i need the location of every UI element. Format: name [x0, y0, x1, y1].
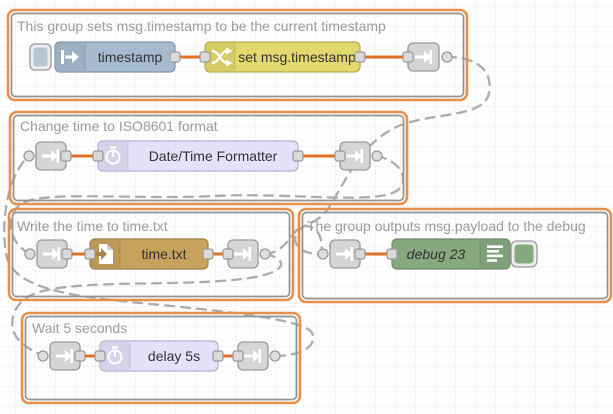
timer-icon	[105, 146, 121, 165]
node-label: set msg.timestamp	[238, 49, 356, 65]
input-port[interactable]	[232, 350, 244, 362]
link-wire-delay-to-formatter[interactable]	[3, 154, 315, 358]
link-out-node-timestamp[interactable]	[402, 42, 453, 72]
link-out-node-formatter[interactable]	[334, 141, 383, 171]
output-port[interactable]	[354, 51, 366, 63]
debug-toggle-button-inner	[514, 244, 534, 264]
change-node[interactable]: set msg.timestamp	[199, 41, 366, 73]
link-in-node-delay[interactable]	[37, 341, 86, 371]
output-port[interactable]	[292, 150, 304, 162]
link-port[interactable]	[23, 150, 35, 162]
node-label: Date/Time Formatter	[149, 148, 278, 164]
link-wire-timestamp-to-debug[interactable]	[294, 55, 491, 256]
link-out-icon	[415, 50, 432, 64]
group-border-outer[interactable]	[6, 8, 469, 102]
group-label: Wait 5 seconds	[32, 320, 127, 336]
output-port[interactable]	[354, 248, 366, 260]
group-border-outer[interactable]	[20, 311, 302, 405]
group-border-inner	[10, 12, 465, 98]
link-in-icon	[56, 349, 73, 363]
link-out-node-file[interactable]	[222, 239, 271, 269]
group-border-outer[interactable]	[8, 110, 409, 206]
group-border-inner	[11, 211, 291, 298]
node-label: timestamp	[98, 49, 163, 65]
input-port[interactable]	[334, 150, 346, 162]
output-port[interactable]	[60, 150, 72, 162]
inject-node[interactable]: timestamp	[29, 41, 181, 73]
output-port[interactable]	[202, 248, 214, 260]
link-port[interactable]	[37, 350, 49, 362]
link-port[interactable]	[24, 248, 36, 260]
group-iso-format[interactable]	[8, 110, 409, 206]
link-port[interactable]	[371, 150, 383, 162]
debug-lines-icon	[487, 245, 503, 262]
node-label: delay 5s	[148, 348, 200, 364]
group-label: Change time to ISO8601 format	[20, 118, 218, 134]
output-port[interactable]	[212, 350, 224, 362]
group-debug-output[interactable]	[297, 207, 613, 304]
debug-node[interactable]: debug 23	[386, 238, 538, 270]
input-port[interactable]	[94, 350, 106, 362]
inject-button-inner	[33, 47, 48, 67]
group-border-inner	[24, 315, 298, 401]
output-port[interactable]	[169, 51, 181, 63]
file-out-icon	[95, 244, 113, 264]
link-out-icon	[244, 349, 261, 363]
input-port[interactable]	[402, 51, 414, 63]
link-in-node-file[interactable]	[24, 239, 73, 269]
link-out-node-delay[interactable]	[232, 341, 281, 371]
group-set-timestamp[interactable]	[6, 8, 469, 102]
link-wire-file-to-delay[interactable]	[11, 252, 283, 358]
group-write-file[interactable]	[7, 207, 295, 302]
node-label: debug 23	[407, 246, 466, 262]
shuffle-icon	[211, 47, 233, 67]
timer-icon	[107, 346, 123, 365]
node-label: time.txt	[141, 246, 186, 262]
input-port[interactable]	[92, 150, 104, 162]
icon-shade	[480, 240, 509, 268]
link-out-icon	[346, 149, 363, 163]
group-border-inner	[12, 114, 405, 202]
link-port[interactable]	[269, 350, 281, 362]
delay-node[interactable]: delay 5s	[94, 340, 224, 372]
link-port[interactable]	[441, 51, 453, 63]
link-in-node-formatter[interactable]	[23, 141, 72, 171]
input-port[interactable]	[199, 51, 211, 63]
group-border-inner	[301, 211, 609, 300]
link-port[interactable]	[317, 248, 329, 260]
link-in-icon	[42, 149, 59, 163]
input-port[interactable]	[386, 248, 398, 260]
output-port[interactable]	[74, 350, 86, 362]
output-port[interactable]	[61, 248, 73, 260]
link-in-icon	[43, 247, 60, 261]
input-port[interactable]	[222, 248, 234, 260]
link-port[interactable]	[259, 248, 271, 260]
file-node[interactable]: time.txt	[84, 238, 214, 270]
datetime-formatter-node[interactable]: Date/Time Formatter	[92, 140, 304, 172]
group-border-outer[interactable]	[297, 207, 613, 304]
input-port[interactable]	[84, 248, 96, 260]
group-label: The group outputs msg.payload to the deb…	[307, 218, 586, 234]
group-wait-5s[interactable]	[20, 311, 302, 405]
inject-arrow-icon	[61, 50, 79, 64]
link-in-icon	[336, 247, 353, 261]
group-border-outer[interactable]	[7, 207, 295, 302]
group-label: This group sets msg.timestamp to be the …	[17, 18, 386, 34]
link-in-node-debug[interactable]	[317, 239, 366, 269]
link-out-icon	[234, 247, 251, 261]
group-label: Write the time to time.txt	[17, 218, 168, 234]
